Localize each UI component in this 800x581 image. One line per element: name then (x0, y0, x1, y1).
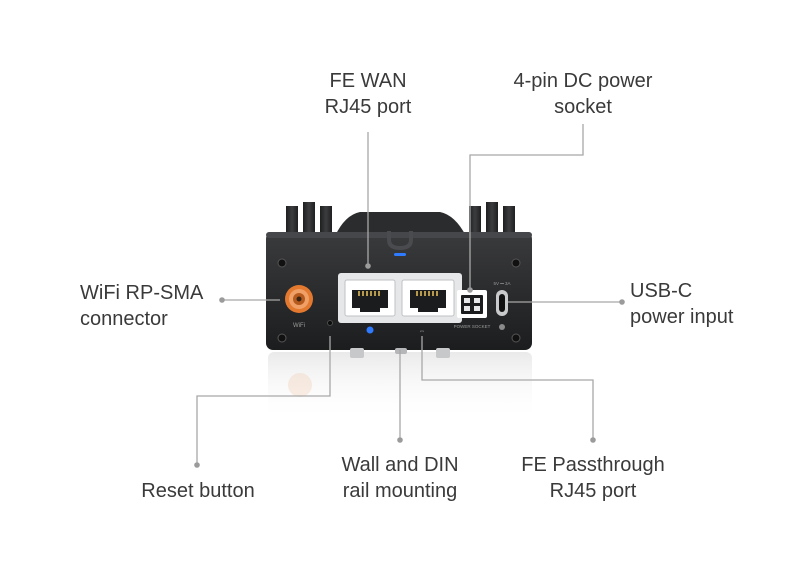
power-icon (499, 324, 505, 330)
usb-rating-label: 5V ⎓ 3A (493, 281, 510, 286)
rp-sma-connector-icon (285, 285, 313, 313)
callout-mounting-line2: rail mounting (342, 480, 458, 502)
power-socket-label: POWER SOCKET (454, 324, 491, 329)
callout-fe-wan-line1: FE WAN (329, 70, 407, 92)
callout-wifi-line2: connector (80, 308, 168, 330)
callout-mounting-line1: Wall and DIN (341, 454, 459, 476)
callout-fe-wan-line2: RJ45 port (324, 96, 412, 118)
corner-screws (277, 258, 521, 343)
status-led (394, 253, 406, 256)
callout-mounting: Wall and DIN rail mounting (325, 452, 475, 504)
passthrough-icon: ⇔ (419, 328, 426, 335)
callout-dc-power-line1: 4-pin DC power (513, 70, 653, 92)
heatsink-fins (286, 202, 515, 236)
dc-power-socket (457, 290, 487, 318)
callout-usbc: USB-C power input (630, 278, 770, 330)
mounting-feet (350, 348, 450, 358)
callout-fe-wan: FE WAN RJ45 port (300, 68, 436, 120)
callout-reset-line1: Reset button (141, 480, 255, 502)
callout-passthrough-line2: RJ45 port (549, 480, 637, 502)
callout-wifi: WiFi RP-SMA connector (80, 280, 220, 332)
callout-dc-power: 4-pin DC power socket (498, 68, 668, 120)
callout-reset: Reset button (130, 478, 266, 504)
callout-usbc-line1: USB-C (630, 280, 693, 302)
ubiquiti-u-logo-icon (387, 231, 413, 251)
fe-wan-rj45-port (344, 279, 396, 317)
callout-dc-power-line2: socket (554, 96, 612, 118)
fe-passthrough-rj45-port (401, 279, 455, 317)
globe-icon (366, 326, 374, 334)
usb-c-port (496, 290, 508, 316)
callout-wifi-line1: WiFi RP-SMA (80, 282, 204, 304)
callout-passthrough: FE Passthrough RJ45 port (508, 452, 678, 504)
callout-passthrough-line1: FE Passthrough (521, 454, 665, 476)
wifi-port-label: WiFi (293, 323, 305, 329)
reset-button-hole (327, 320, 333, 326)
leader-lines (194, 124, 625, 468)
callout-usbc-line2: power input (630, 306, 734, 328)
